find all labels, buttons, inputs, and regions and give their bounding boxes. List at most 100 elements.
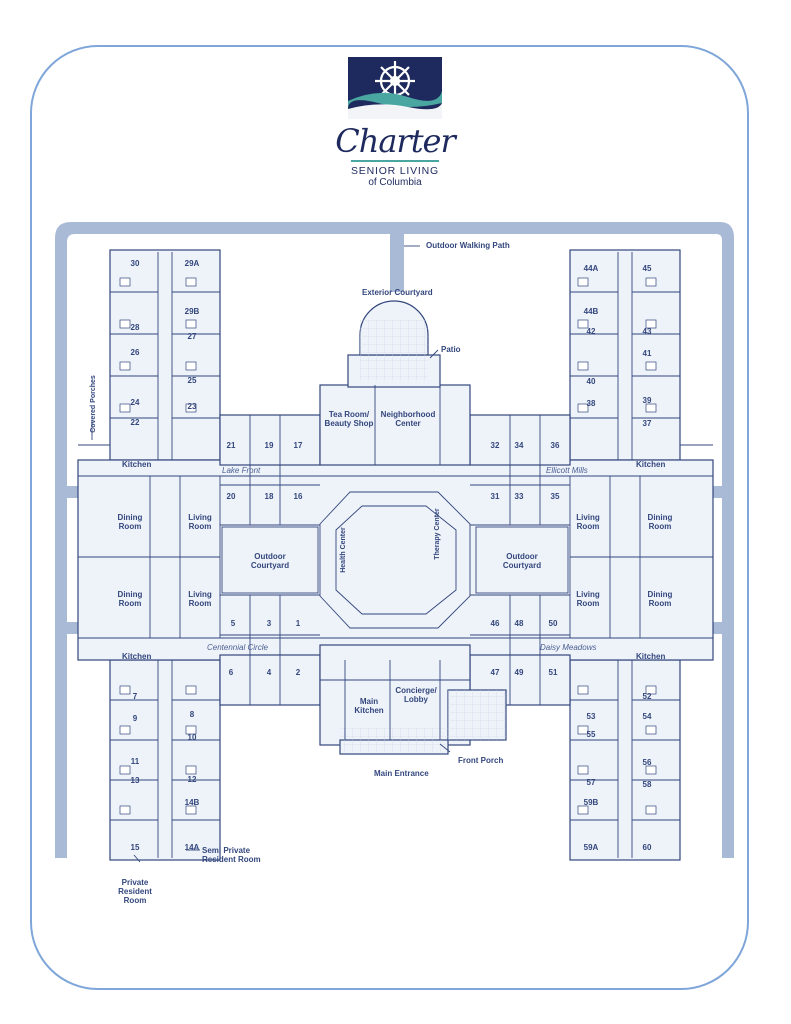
interior-walls xyxy=(78,252,713,858)
room-number: 16 xyxy=(293,492,303,501)
living-room-lower-right: Living Room xyxy=(576,590,600,608)
room-number: 41 xyxy=(642,349,652,358)
room-number: 40 xyxy=(586,377,596,386)
outdoor-walking-path-label: Outdoor Walking Path xyxy=(426,241,510,250)
room-number: 35 xyxy=(550,492,560,501)
room-number: 59B xyxy=(583,798,599,807)
semi-private-room-label: Semi Private Resident Room xyxy=(202,846,261,864)
room-number: 53 xyxy=(586,712,596,721)
living-room-upper-right: Living Room xyxy=(576,513,600,531)
room-number: 18 xyxy=(264,492,274,501)
brand-location: of Columbia xyxy=(368,177,422,188)
dining-room-lower-left: Dining Room xyxy=(117,590,143,608)
covered-porches-label: Covered Porches xyxy=(90,375,97,433)
room-number: 17 xyxy=(293,441,303,450)
room-number: 54 xyxy=(642,712,652,721)
front-porch-label: Front Porch xyxy=(458,756,504,765)
room-number: 38 xyxy=(586,399,596,408)
room-number: 3 xyxy=(266,619,272,628)
room-number: 59A xyxy=(583,843,599,852)
room-number: 6 xyxy=(228,668,234,677)
room-number: 25 xyxy=(187,376,197,385)
room-fixtures xyxy=(119,277,657,815)
room-number: 8 xyxy=(189,710,195,719)
living-room-upper-left: Living Room xyxy=(188,513,212,531)
room-number: 45 xyxy=(642,264,652,273)
room-number: 43 xyxy=(642,327,652,336)
kitchen-label-lower-left: Kitchen xyxy=(122,652,152,661)
room-number: 51 xyxy=(548,668,558,677)
room-number: 19 xyxy=(264,441,274,450)
room-number: 48 xyxy=(514,619,524,628)
room-number: 52 xyxy=(642,692,652,701)
room-number: 9 xyxy=(132,714,138,723)
room-number: 28 xyxy=(130,323,140,332)
outdoor-courtyard-right: Outdoor Courtyard xyxy=(502,552,542,570)
room-number: 32 xyxy=(490,441,500,450)
room-number: 60 xyxy=(642,843,652,852)
room-number: 15 xyxy=(130,843,140,852)
exterior-courtyard-label: Exterior Courtyard xyxy=(362,288,433,297)
kitchen-label-upper-left: Kitchen xyxy=(122,460,152,469)
room-number: 14B xyxy=(184,798,200,807)
brand-divider xyxy=(351,160,439,162)
room-number: 58 xyxy=(642,780,652,789)
room-number: 44A xyxy=(583,264,599,273)
room-number: 50 xyxy=(548,619,558,628)
room-number: 47 xyxy=(490,668,500,677)
dining-room-lower-right: Dining Room xyxy=(647,590,673,608)
room-number: 29A xyxy=(184,259,200,268)
room-number: 37 xyxy=(642,419,652,428)
neighborhood-center-label: Neighborhood Center xyxy=(380,410,436,428)
dining-room-upper-right: Dining Room xyxy=(647,513,673,531)
room-number: 57 xyxy=(586,778,596,787)
room-number: 46 xyxy=(490,619,500,628)
room-number: 22 xyxy=(130,418,140,427)
brand-subtitle: SENIOR LIVING xyxy=(350,165,439,177)
room-number: 30 xyxy=(130,259,140,268)
page-border xyxy=(30,45,749,990)
room-number: 49 xyxy=(514,668,524,677)
room-number: 11 xyxy=(130,757,140,766)
room-number: 42 xyxy=(586,327,596,336)
floor-grid xyxy=(340,320,506,752)
therapy-center-label: Therapy Center xyxy=(434,508,441,560)
room-number: 56 xyxy=(642,758,652,767)
patio-label: Patio xyxy=(441,345,461,354)
main-entrance-label: Main Entrance xyxy=(374,769,429,778)
brand-name: Charter xyxy=(335,122,456,160)
room-number: 31 xyxy=(490,492,500,501)
room-number: 34 xyxy=(514,441,524,450)
room-number: 21 xyxy=(226,441,236,450)
tea-room-label: Tea Room/ Beauty Shop xyxy=(324,410,374,428)
room-number: 27 xyxy=(187,332,197,341)
room-number: 12 xyxy=(187,775,197,784)
main-kitchen-label: Main Kitchen xyxy=(354,697,384,715)
room-number: 5 xyxy=(230,619,236,628)
concierge-lobby-label: Concierge/ Lobby xyxy=(395,686,437,704)
leader-lines xyxy=(91,245,451,863)
room-number: 1 xyxy=(295,619,301,628)
outdoor-courtyard-left: Outdoor Courtyard xyxy=(250,552,290,570)
brand-block: Charter SENIOR LIVING of Columbia xyxy=(330,122,460,189)
room-number: 10 xyxy=(187,733,197,742)
building-footprint xyxy=(77,249,714,861)
room-number: 24 xyxy=(130,398,140,407)
room-number: 7 xyxy=(132,692,138,701)
room-number: 14A xyxy=(184,843,200,852)
room-number: 23 xyxy=(187,402,197,411)
living-room-lower-left: Living Room xyxy=(188,590,212,608)
room-number: 39 xyxy=(642,396,652,405)
room-number: 55 xyxy=(586,730,596,739)
kitchen-label-upper-right: Kitchen xyxy=(636,460,666,469)
room-number: 29B xyxy=(184,307,200,316)
dining-room-upper-left: Dining Room xyxy=(117,513,143,531)
room-number: 44B xyxy=(583,307,599,316)
room-number: 13 xyxy=(130,776,140,785)
room-number: 36 xyxy=(550,441,560,450)
room-number: 33 xyxy=(514,492,524,501)
room-number: 2 xyxy=(295,668,301,677)
room-number: 4 xyxy=(266,668,272,677)
room-number: 20 xyxy=(226,492,236,501)
